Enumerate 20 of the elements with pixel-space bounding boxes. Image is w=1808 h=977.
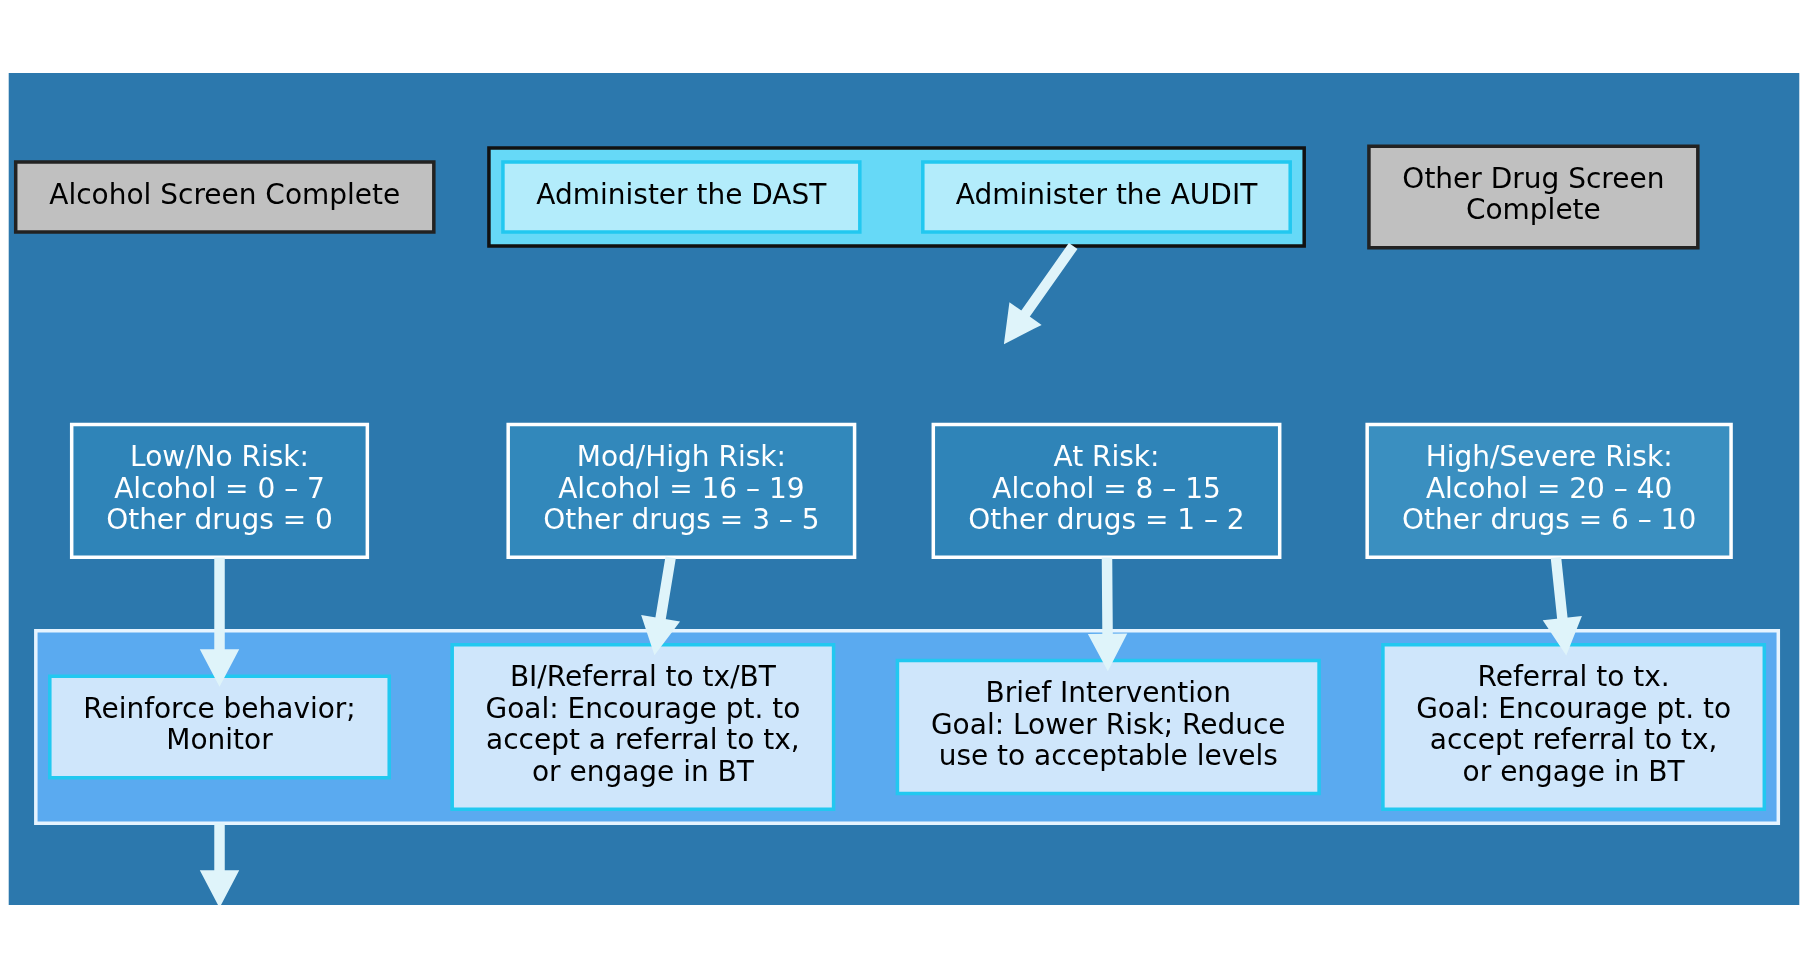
arrow — [199, 556, 240, 687]
arrow — [1003, 242, 1078, 344]
node-box: Other Drug Screen Complete — [1367, 143, 1700, 249]
node-box: Mod/High Risk: Alcohol = 16 – 19 Other drugs = 3 – 5 — [506, 422, 857, 559]
node-box: Administer the DAST — [501, 159, 862, 234]
cluster — [487, 145, 1306, 248]
arrow — [199, 822, 240, 905]
node-box: BI/Referral to tx/BT Goal: Encourage pt. to accept a referral to tx, or engage in BT — [450, 642, 836, 811]
node-box: High/Severe Risk: Alcohol = 20 – 40 Other drugs = 6 – 10 — [1365, 422, 1733, 559]
node-box: Administer the AUDIT — [921, 159, 1292, 234]
cluster — [34, 628, 1781, 825]
node-box: Brief Intervention Goal: Lower Risk; Reduce use to acceptable levels — [895, 658, 1321, 795]
node-box: Referral to tx. Goal: Encourage pt. to accept referral to tx, or engage in BT — [1381, 642, 1767, 811]
arrow — [1542, 556, 1582, 655]
arrow — [1087, 556, 1128, 671]
arrow — [641, 556, 681, 655]
node-box: Low/No Risk: Alcohol = 0 – 7 Other drugs = 0 — [69, 422, 370, 559]
node-box: At Risk: Alcohol = 8 – 15 Other drugs = 1 – 2 — [931, 422, 1282, 559]
node-box: Alcohol Screen Complete — [13, 159, 436, 234]
node-box: Reinforce behavior; Monitor — [48, 674, 391, 780]
